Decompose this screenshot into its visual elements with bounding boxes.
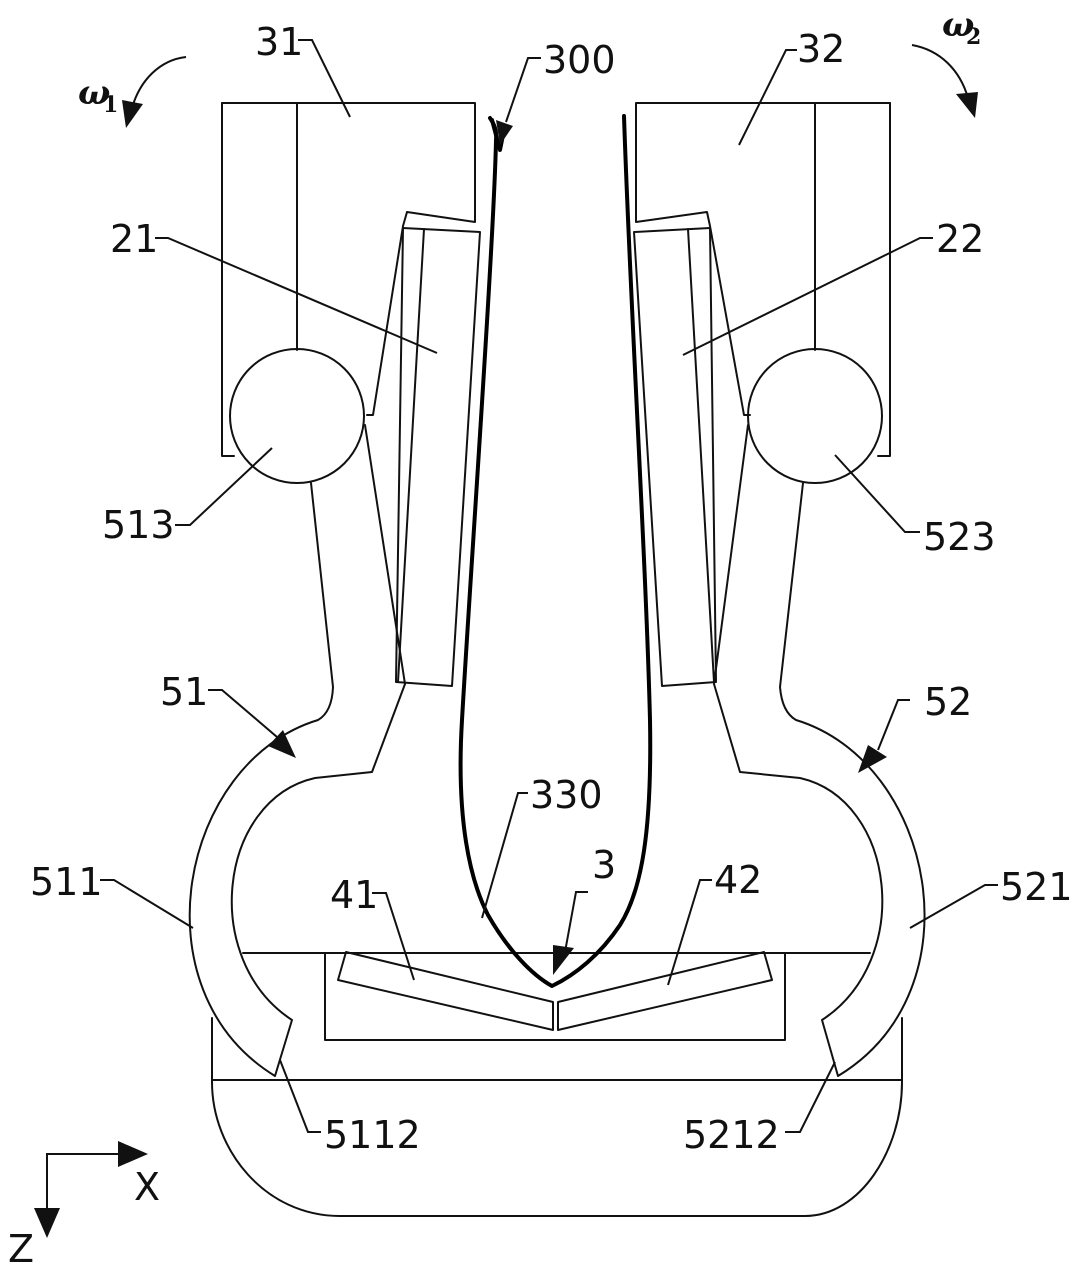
finger-22 (633, 227, 749, 687)
label-5212: 5212 (683, 1113, 780, 1157)
omega-1-symbol: ω (78, 73, 110, 113)
label-32: 32 (797, 27, 845, 71)
omega-1-subscript: 1 (103, 92, 118, 118)
base-housing (211, 952, 903, 1217)
flexible-object-300 (458, 114, 653, 988)
curved-arrow-cw-icon (911, 44, 978, 118)
label-21: 21 (110, 217, 158, 261)
label-5112: 5112 (324, 1113, 421, 1157)
label-300: 300 (543, 38, 616, 82)
label-521: 521 (1000, 865, 1073, 909)
label-513: 513 (102, 503, 175, 547)
jaw-41 (337, 951, 554, 1031)
label-3: 3 (592, 843, 616, 887)
arm-51 (188, 482, 406, 1077)
bracket-31 (221, 102, 476, 457)
axis-x-label: X (134, 1165, 160, 1209)
arm-52 (713, 482, 926, 1077)
label-41: 41 (330, 873, 378, 917)
jaw-42 (557, 951, 773, 1031)
pivot-523 (747, 348, 883, 484)
label-52: 52 (924, 680, 972, 724)
label-511: 511 (30, 860, 103, 904)
leader-lines (100, 39, 998, 1133)
label-31: 31 (255, 20, 303, 64)
label-22: 22 (936, 217, 984, 261)
coordinate-axes (34, 1141, 148, 1238)
label-523: 523 (923, 515, 996, 559)
omega-2-symbol: ω (942, 5, 974, 45)
axis-z-label: Z (8, 1227, 34, 1271)
curved-arrow-ccw-icon (122, 56, 187, 128)
pivot-513 (229, 348, 365, 484)
labels: 31 32 300 21 22 513 523 51 52 330 3 41 4… (8, 5, 1073, 1271)
omega-2-subscript: 2 (966, 24, 981, 50)
finger-21 (364, 227, 481, 687)
label-330: 330 (530, 773, 603, 817)
bracket-32 (635, 102, 891, 457)
label-42: 42 (714, 858, 762, 902)
label-51: 51 (160, 670, 208, 714)
